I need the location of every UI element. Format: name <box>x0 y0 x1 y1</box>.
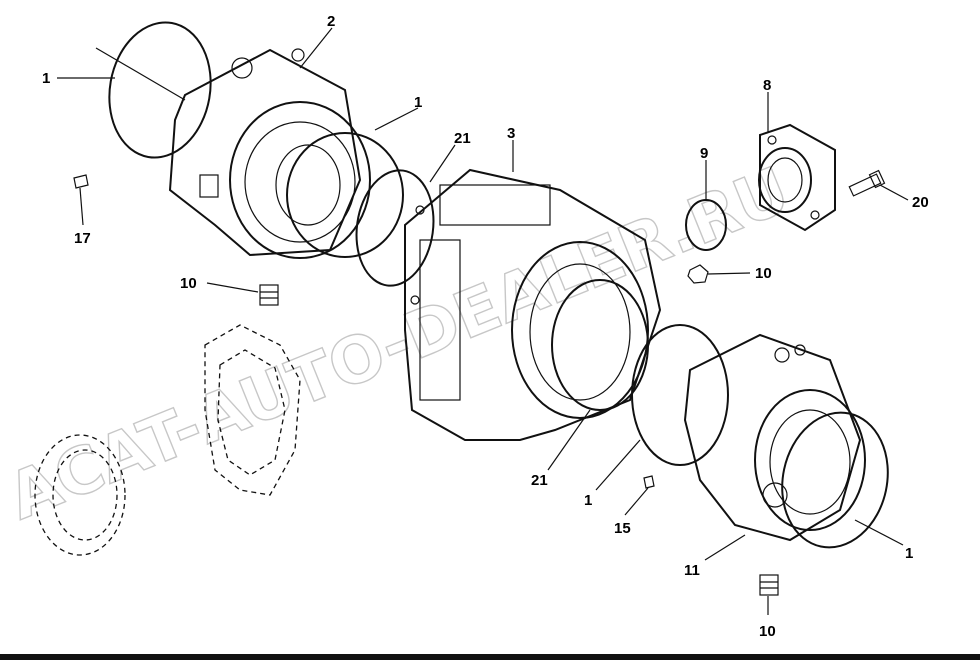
watermark-text: ACAT-AUTO-DEALER.RU <box>0 154 799 535</box>
callout-1-lower: 1 <box>584 492 592 509</box>
callout-8: 8 <box>763 77 771 94</box>
gasket-upper <box>204 324 301 496</box>
callout-3: 3 <box>507 125 515 142</box>
bottom-border <box>0 654 980 660</box>
callout-15: 15 <box>614 520 631 537</box>
o-ring-21-lower <box>551 279 649 411</box>
flange <box>758 123 836 232</box>
watermark: ACAT-AUTO-DEALER.RU <box>0 153 800 535</box>
fitting-17 <box>73 174 89 189</box>
nut-10-right <box>687 264 709 284</box>
callout-1-upper: 1 <box>414 94 422 111</box>
left-housing <box>168 48 371 259</box>
callout-20: 20 <box>912 194 929 211</box>
callout-11: 11 <box>684 562 700 579</box>
callout-labels: 1 2 1 21 3 8 9 20 17 10 10 21 1 15 11 1 … <box>42 13 929 640</box>
o-ring-21-upper <box>355 169 435 287</box>
callout-10-right: 10 <box>755 265 772 282</box>
center-housing <box>404 168 662 441</box>
bolt-20 <box>848 169 886 197</box>
callout-2: 2 <box>327 13 335 30</box>
callout-21-lower: 21 <box>531 472 548 489</box>
callout-1-right: 1 <box>905 545 913 562</box>
plug-10-bottom <box>759 574 779 596</box>
o-ring-far-right <box>781 411 889 549</box>
plug-10-left <box>259 284 279 306</box>
o-ring-left <box>108 21 212 159</box>
callout-10-left: 10 <box>180 275 197 292</box>
callout-9: 9 <box>700 145 708 162</box>
o-ring-left-front <box>286 132 404 258</box>
gasket-lower <box>34 434 126 556</box>
callout-1-left: 1 <box>42 70 50 87</box>
callout-21-upper: 21 <box>454 130 471 147</box>
callout-17: 17 <box>74 230 91 247</box>
fitting-15 <box>643 475 655 489</box>
leader-lines <box>57 27 909 615</box>
o-ring-right <box>631 324 729 466</box>
callout-10-bottom: 10 <box>759 623 776 640</box>
right-housing <box>683 333 866 542</box>
